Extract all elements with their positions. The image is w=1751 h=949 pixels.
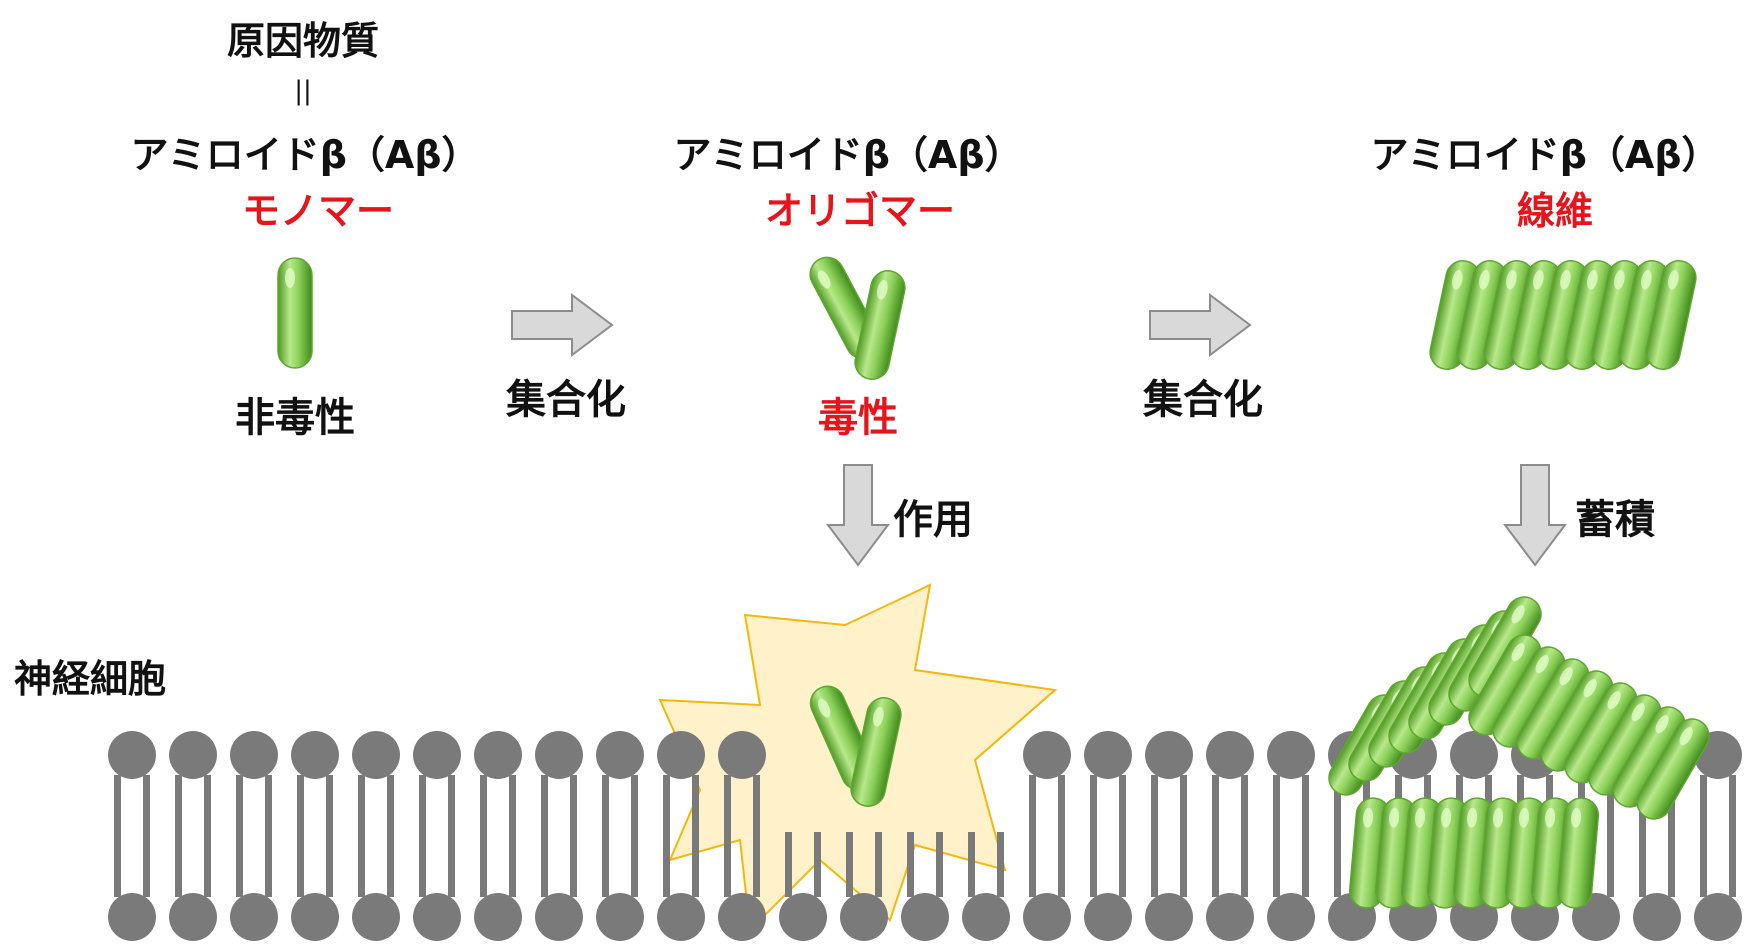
stage-2-name: アミロイドβ（Aβ） xyxy=(673,133,1023,177)
effect-arrow-2 xyxy=(1504,464,1566,566)
lipid-head-bottom xyxy=(535,832,583,941)
lipid-head-bottom xyxy=(1023,832,1071,941)
lipid-head-top xyxy=(169,731,217,840)
lipid-head-top xyxy=(108,731,156,840)
equals-mark: || xyxy=(294,76,312,106)
effect-1-label: 作用 xyxy=(893,497,973,543)
effect-2-label: 蓄積 xyxy=(1575,497,1655,543)
membrane-fibril-deposit xyxy=(1322,590,1716,911)
lipid-head-bottom xyxy=(352,832,400,941)
lipid-head-bottom xyxy=(1145,832,1193,941)
lipid-head-top xyxy=(1267,731,1315,840)
transition-arrow-1 xyxy=(511,294,613,356)
lipid-head-bottom xyxy=(596,832,644,941)
lipid-head-top xyxy=(1023,731,1071,840)
lipid-head-top xyxy=(352,731,400,840)
lipid-head-top xyxy=(1145,731,1193,840)
lipid-head-top xyxy=(474,731,522,840)
transition-1-label: 集合化 xyxy=(506,377,626,423)
lipid-head-bottom xyxy=(169,832,217,941)
lipid-head-bottom xyxy=(291,832,339,941)
membrane-label: 神経細胞 xyxy=(14,657,167,701)
lipid-head-bottom xyxy=(108,832,156,941)
transition-2-label: 集合化 xyxy=(1143,377,1263,423)
lipid-head-top xyxy=(535,731,583,840)
lipid-head-bottom xyxy=(413,832,461,941)
lipid-head-top xyxy=(657,731,705,840)
lipid-head-top xyxy=(1206,731,1254,840)
lipid-head-top xyxy=(413,731,461,840)
lipid-head-bottom xyxy=(1694,832,1742,941)
stage-1-toxicity: 非毒性 xyxy=(235,395,355,441)
lipid-head-bottom xyxy=(230,832,278,941)
effect-arrow-1 xyxy=(827,464,889,566)
lipid-head-bottom xyxy=(1267,832,1315,941)
monomer-capsule xyxy=(277,257,313,369)
stage-3-name: アミロイドβ（Aβ） xyxy=(1370,133,1720,177)
oligomer-capsules xyxy=(803,250,909,384)
stage-3-form: 線維 xyxy=(1516,189,1594,233)
lipid-head-bottom xyxy=(1633,832,1681,941)
lipid-head-top xyxy=(291,731,339,840)
lipid-head-top xyxy=(596,731,644,840)
stage-2-toxicity: 毒性 xyxy=(818,395,898,441)
cause-title: 原因物質 xyxy=(226,19,380,63)
lipid-head-bottom xyxy=(474,832,522,941)
lipid-head-top xyxy=(1084,731,1132,840)
lipid-head-bottom xyxy=(1206,832,1254,941)
transition-arrow-2 xyxy=(1149,294,1251,356)
lipid-head-top xyxy=(230,731,278,840)
stage-1-name: アミロイドβ（Aβ） xyxy=(130,133,480,177)
fibril-capsules xyxy=(1426,256,1700,374)
stage-1-form: モノマー xyxy=(241,189,395,233)
stage-2-form: オリゴマー xyxy=(764,189,956,233)
lipid-head-bottom xyxy=(1084,832,1132,941)
